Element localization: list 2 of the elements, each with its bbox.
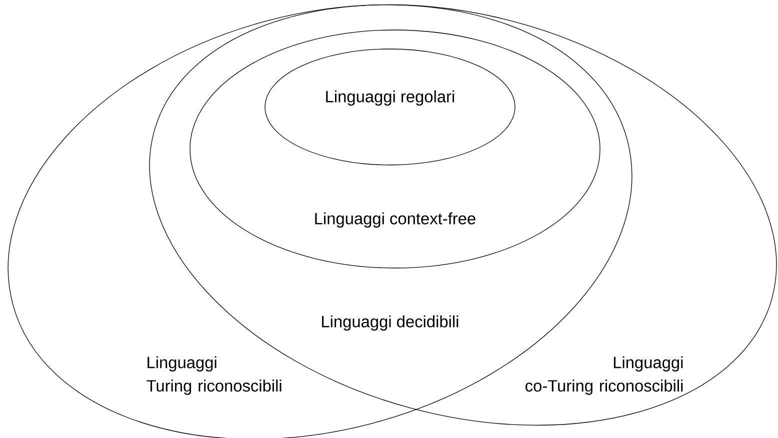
region-label: Linguaggi decidibili [322, 315, 458, 331]
ellipse-region: Linguaggi regolari [264, 48, 516, 166]
